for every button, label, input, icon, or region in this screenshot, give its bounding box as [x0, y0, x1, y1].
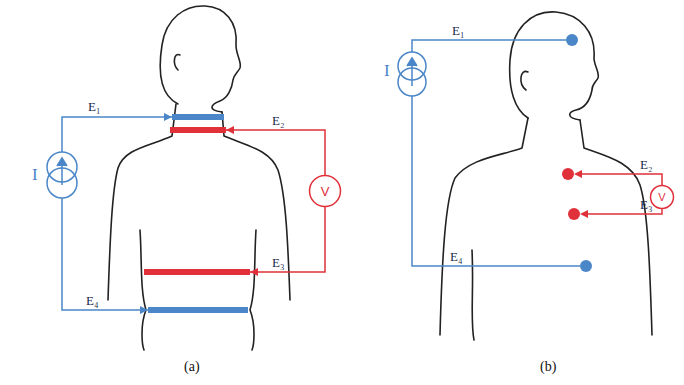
- electrode-label: E₄: [450, 250, 462, 263]
- body-outline: [140, 230, 146, 350]
- source-arrow: [407, 58, 417, 66]
- electrode-label: E₁: [452, 24, 464, 37]
- arrowhead: [250, 268, 258, 276]
- arrowhead: [140, 306, 148, 314]
- arrowhead: [164, 113, 172, 121]
- voltage-wire: [250, 207, 325, 272]
- ear: [174, 55, 180, 70]
- blue-band: [148, 307, 248, 313]
- voltmeter-outline: [651, 186, 674, 209]
- arrowhead: [226, 126, 234, 134]
- voltmeter-outline: [310, 176, 341, 207]
- red-band: [144, 269, 250, 275]
- body-outline: [440, 118, 528, 335]
- current-wire: [412, 40, 566, 52]
- blue-band: [172, 114, 224, 120]
- arrowhead: [580, 210, 588, 218]
- voltage-wire: [226, 130, 325, 175]
- electrode-label: E₁: [88, 100, 100, 113]
- source-label: I: [32, 166, 38, 183]
- source-label: I: [384, 62, 390, 79]
- body-outline: [472, 250, 474, 340]
- voltmeter: V: [309, 175, 341, 207]
- blue-electrode: [566, 34, 578, 46]
- electrode-label: E₃: [272, 256, 284, 269]
- voltmeter-label: V: [650, 185, 674, 203]
- panel-caption: (b): [540, 360, 556, 374]
- current-wire: [62, 117, 172, 152]
- current-wire: [62, 198, 148, 310]
- voltmeter-label: V: [309, 175, 341, 199]
- red-band: [170, 127, 226, 133]
- arrowhead: [574, 170, 582, 178]
- voltmeter: V: [650, 185, 674, 209]
- red-electrode: [568, 208, 580, 220]
- body-outline: [510, 12, 599, 120]
- body-outline: [580, 120, 652, 335]
- electrode-label: E₂: [272, 114, 284, 127]
- electrode-label: E₄: [86, 294, 98, 307]
- blue-electrode: [580, 260, 592, 272]
- body-outline: [160, 6, 240, 112]
- electrode-label: E₂: [640, 158, 652, 171]
- current-wire: [412, 96, 580, 266]
- source-arrow: [57, 158, 67, 166]
- voltage-wire: [582, 174, 662, 185]
- red-electrode: [562, 168, 574, 180]
- ear: [521, 71, 528, 90]
- body-outline: [250, 230, 256, 350]
- panel-caption: (a): [184, 360, 200, 374]
